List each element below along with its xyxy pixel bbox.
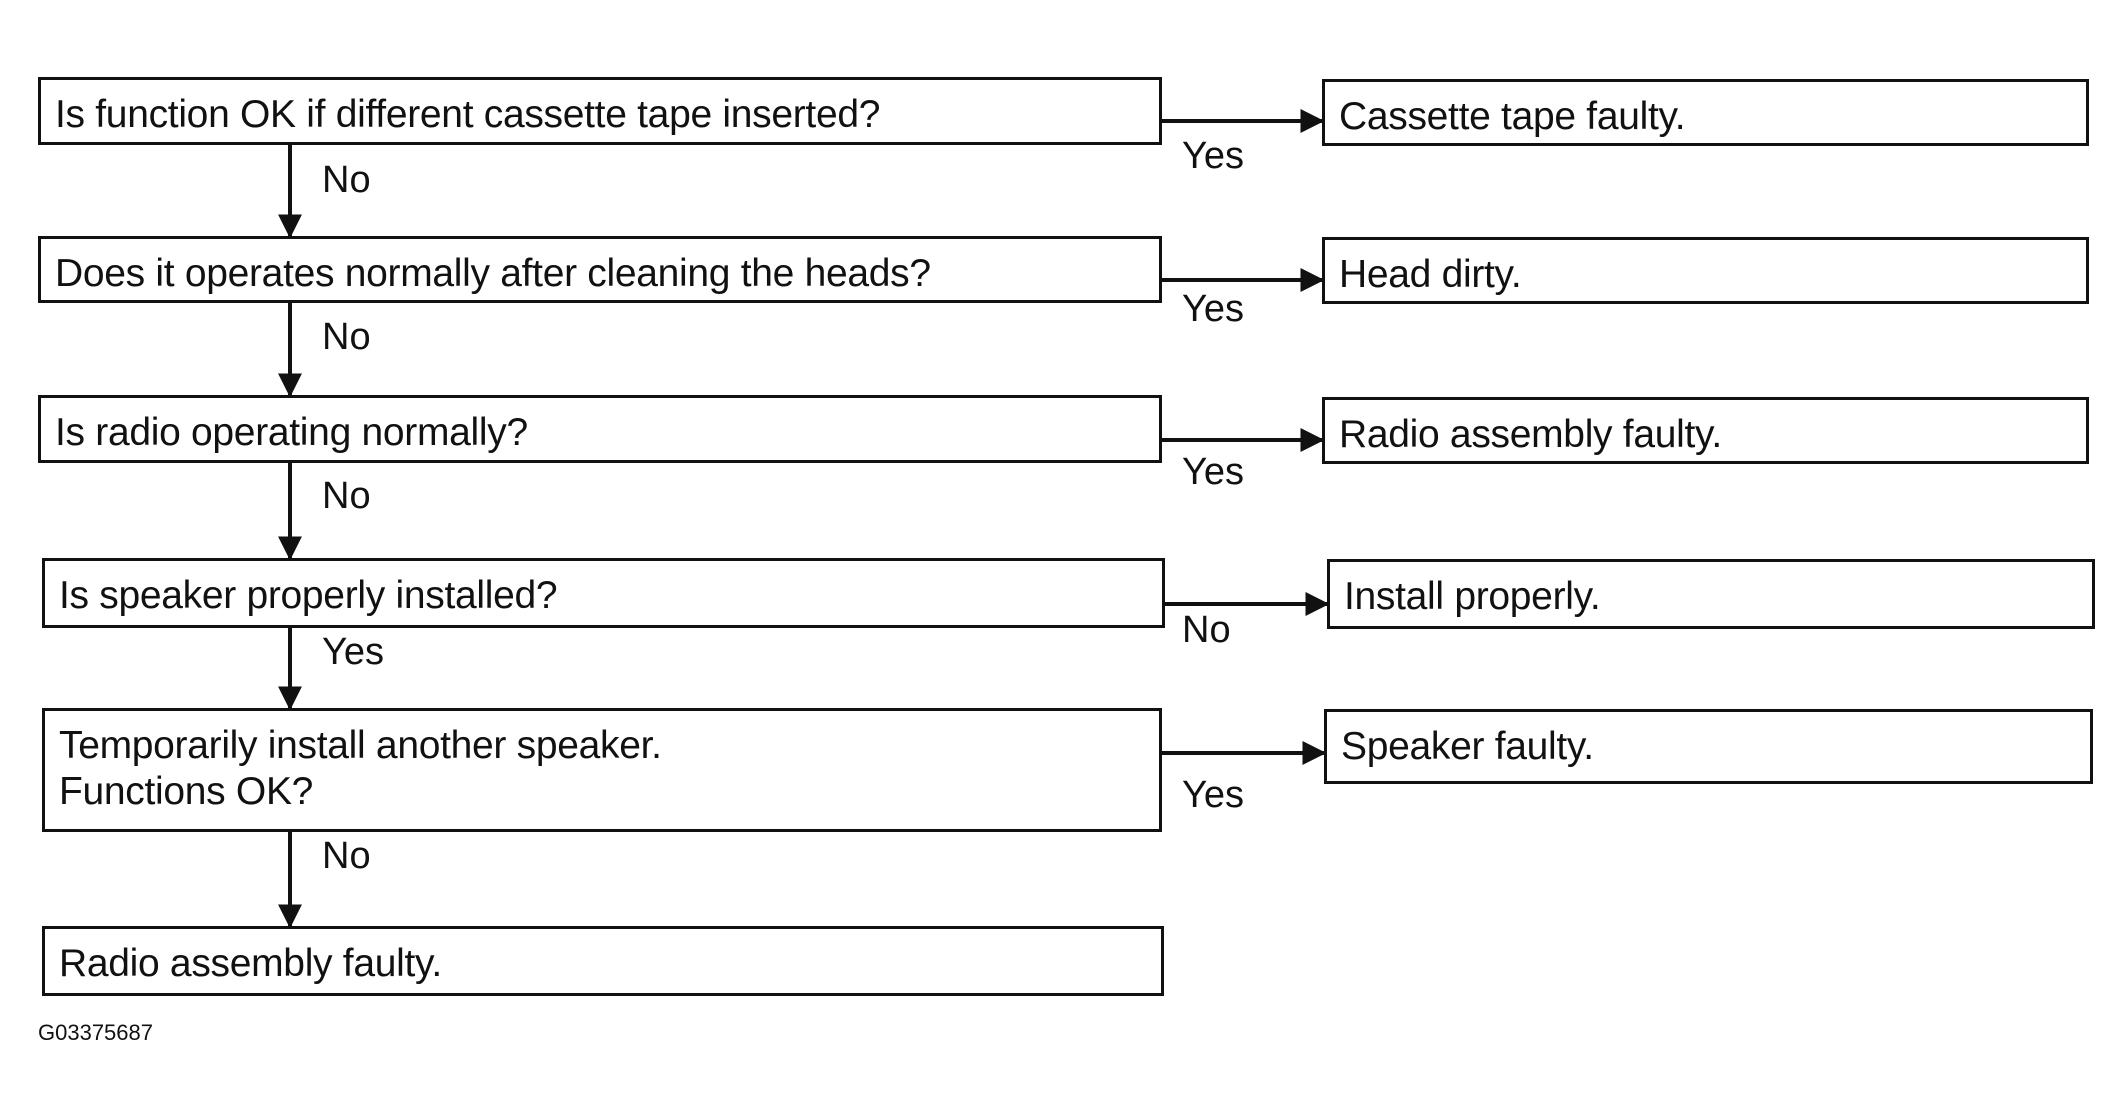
result-text-5: Speaker faulty. [1341, 725, 1594, 768]
question-box-4: Is speaker properly installed? [42, 558, 1165, 628]
result-box-1: Cassette tape faulty. [1322, 79, 2089, 146]
result-box-2: Head dirty. [1322, 237, 2089, 304]
question-text-2: Does it operates normally after cleaning… [55, 252, 931, 295]
question-text-1: Is function OK if different cassette tap… [55, 93, 881, 136]
edge-label-q2-q3: No [322, 316, 371, 358]
edge-label-q5-r5: Yes [1182, 774, 1244, 816]
result-text-2: Head dirty. [1339, 253, 1522, 296]
edge-label-q3-r3: Yes [1182, 451, 1244, 493]
question-text-5-line-1: Temporarily install another speaker. [59, 724, 662, 767]
result-box-4: Install properly. [1327, 559, 2095, 629]
result-text-1: Cassette tape faulty. [1339, 95, 1686, 138]
edge-label-q4-r4: No [1182, 609, 1231, 651]
question-box-5: Temporarily install another speaker. Fun… [42, 708, 1162, 832]
edge-label-q4-q5: Yes [322, 631, 384, 673]
figure-code: G03375687 [38, 1020, 153, 1045]
result-box-5: Speaker faulty. [1324, 709, 2093, 784]
result-text-4: Install properly. [1344, 575, 1601, 618]
question-text-5-line-2: Functions OK? [59, 770, 314, 813]
result-text-6: Radio assembly faulty. [59, 942, 442, 985]
question-box-1: Is function OK if different cassette tap… [38, 77, 1162, 145]
result-box-6: Radio assembly faulty. [42, 926, 1164, 996]
result-box-3: Radio assembly faulty. [1322, 397, 2089, 464]
edge-label-q1-q2: No [322, 159, 371, 201]
edge-label-q3-q4: No [322, 475, 371, 517]
edge-label-q2-r2: Yes [1182, 288, 1244, 330]
edge-label-q1-r1: Yes [1182, 135, 1244, 177]
result-text-3: Radio assembly faulty. [1339, 413, 1722, 456]
edge-label-q5-r6: No [322, 835, 371, 877]
question-text-4: Is speaker properly installed? [59, 574, 558, 617]
question-box-3: Is radio operating normally? [38, 395, 1162, 463]
question-text-3: Is radio operating normally? [55, 411, 528, 454]
question-box-2: Does it operates normally after cleaning… [38, 236, 1162, 303]
